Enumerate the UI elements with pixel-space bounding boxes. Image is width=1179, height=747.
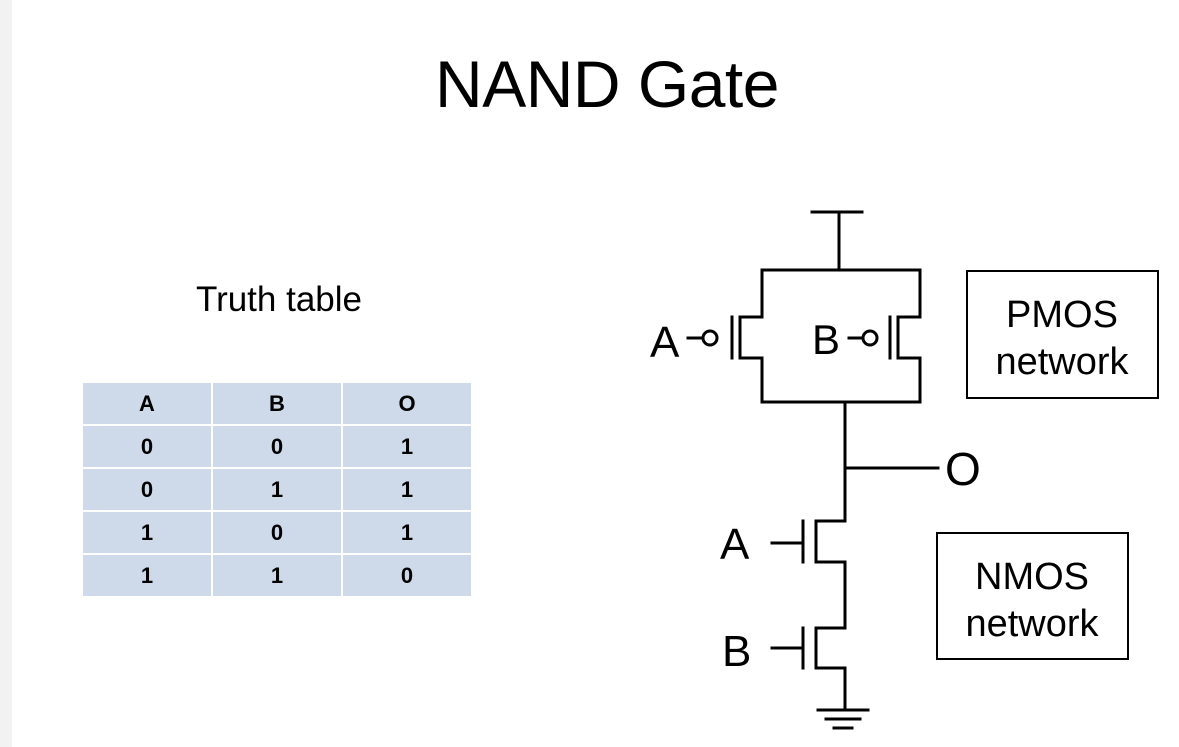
header-cell-o: O <box>341 383 471 426</box>
ground-icon <box>816 708 870 730</box>
table-row: 1 0 1 <box>83 510 471 555</box>
truth-table-header-row: A B O <box>83 383 471 426</box>
table-cell: 1 <box>83 510 213 555</box>
table-cell: 1 <box>83 553 213 596</box>
pmos-input-b-label: B <box>812 316 840 363</box>
header-cell-a: A <box>83 383 213 426</box>
nmos-box-label-line1: NMOS <box>975 556 1089 598</box>
output-label: O <box>945 443 981 495</box>
nmos-network-box <box>936 532 1129 660</box>
table-cell: 0 <box>211 424 343 469</box>
pmos-transistor-a <box>686 268 764 404</box>
nmos-input-b-label: B <box>722 627 751 676</box>
truth-table-caption: Truth table <box>195 280 362 319</box>
table-row: 1 1 0 <box>83 553 471 596</box>
table-row: 0 1 1 <box>83 467 471 512</box>
table-cell: 1 <box>341 424 471 469</box>
page-title: NAND Gate <box>435 47 779 121</box>
pmos-input-a-label: A <box>650 318 680 367</box>
pmos-network-box <box>966 270 1159 399</box>
pmos-network <box>686 268 922 404</box>
table-cell: 0 <box>341 553 471 596</box>
table-row: 0 0 1 <box>83 424 471 469</box>
table-cell: 0 <box>83 424 213 469</box>
header-cell-b: B <box>211 383 343 426</box>
table-cell: 1 <box>211 553 343 596</box>
nmos-box-label-line2: network <box>965 603 1099 645</box>
truth-table: A B O 0 0 1 0 1 1 1 0 1 1 1 0 <box>83 383 471 596</box>
table-cell: 1 <box>211 467 343 512</box>
nmos-transistor-b <box>770 626 847 710</box>
table-cell: 1 <box>341 510 471 555</box>
table-cell: 0 <box>211 510 343 555</box>
nmos-network <box>770 483 847 710</box>
nmos-input-a-label: A <box>720 520 750 569</box>
pmos-box-label-line1: PMOS <box>1006 294 1118 336</box>
nmos-transistor-a <box>770 483 847 630</box>
slide-left-edge <box>0 0 12 747</box>
table-cell: 0 <box>83 467 213 512</box>
pmos-box-label-line2: network <box>995 341 1129 383</box>
pmos-transistor-b <box>847 268 922 404</box>
table-cell: 1 <box>341 467 471 512</box>
